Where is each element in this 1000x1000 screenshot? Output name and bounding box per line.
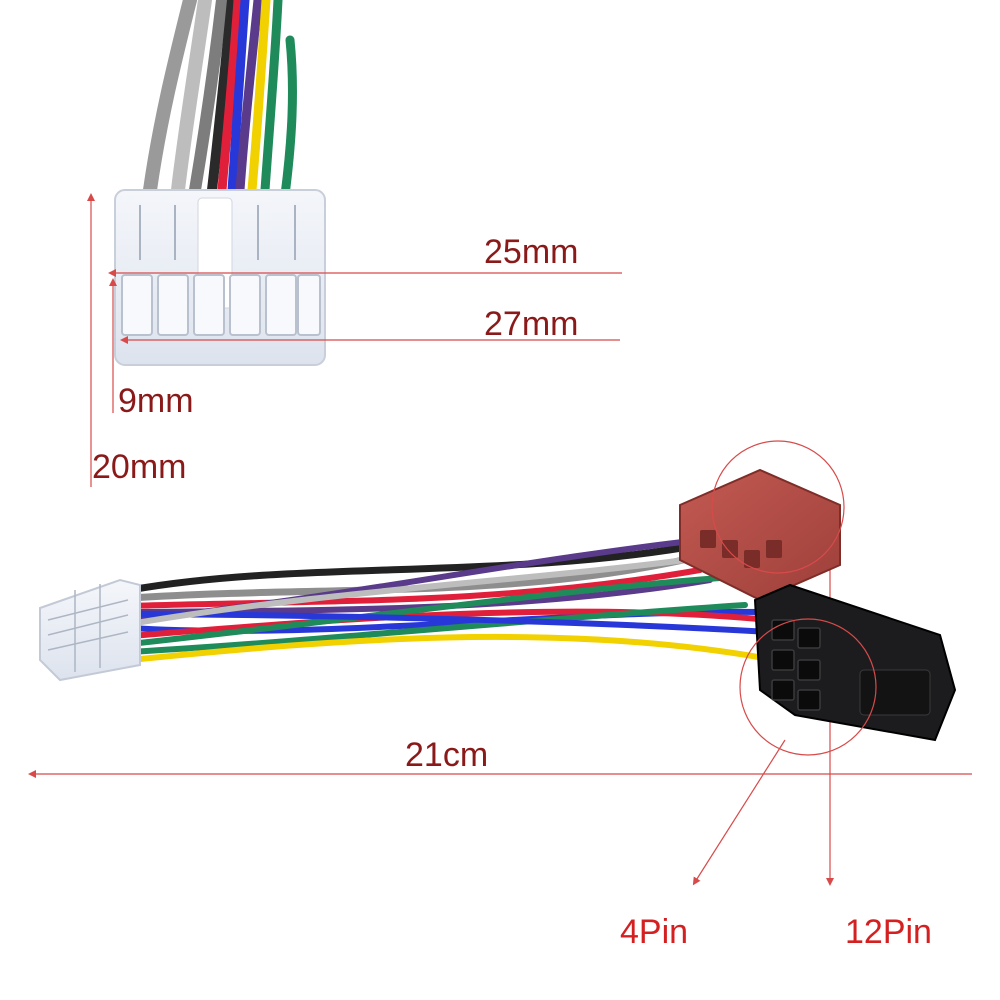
four-pin-label: 4Pin (620, 913, 689, 951)
width-27-label: 27mm (484, 305, 579, 343)
length-21-label: 21cm (405, 736, 489, 774)
twelve-pin-circle (711, 440, 845, 574)
twelve-pin-label: 12Pin (845, 913, 932, 951)
top-connector (114, 189, 326, 366)
height-9-label: 9mm (118, 382, 194, 420)
main-wire-bundle (126, 537, 778, 663)
width-25-label: 25mm (484, 233, 579, 271)
red-iso-connector (679, 468, 841, 602)
four-pin-leader (692, 739, 786, 886)
top-connector-slots (121, 274, 321, 336)
height-20-label: 20mm (92, 448, 187, 486)
black-iso-connector (753, 583, 957, 742)
highlight-circles (711, 440, 877, 756)
left-connector (39, 578, 141, 682)
four-pin-circle (739, 618, 877, 756)
top-wire-bundle (143, 0, 297, 200)
